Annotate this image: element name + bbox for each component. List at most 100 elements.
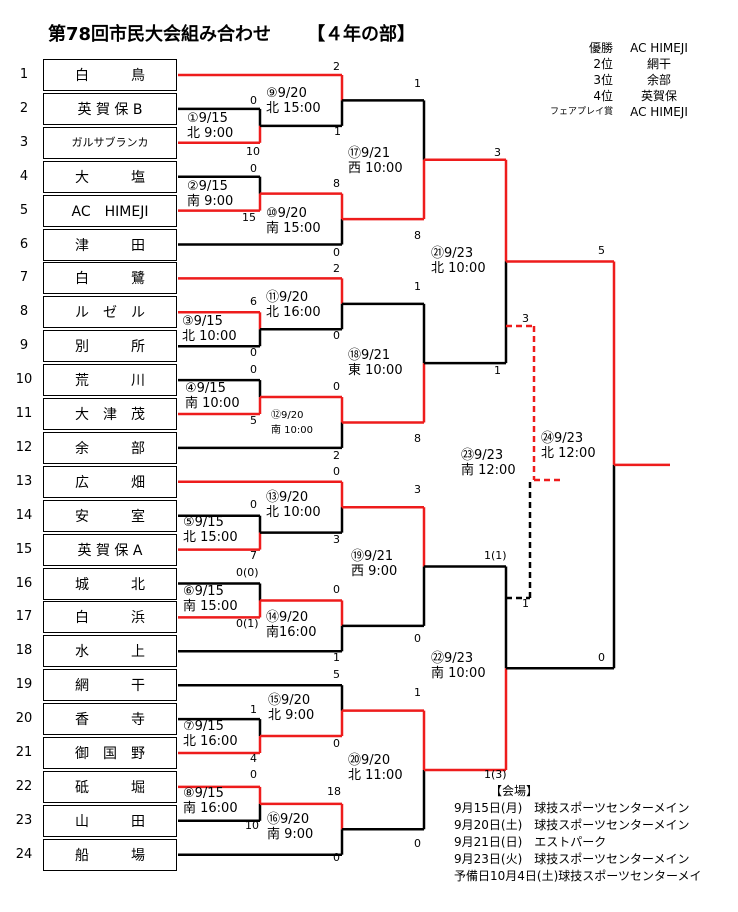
venue-info: 【会場】 9月15日(月) 球技スポーツセンターメイン 9月20日(土) 球技ス… [454, 783, 702, 885]
venue-line: 9月15日(月) 球技スポーツセンターメイン [454, 801, 690, 815]
venue-line: 予備日10月4日(土)球技スポーツセンターメイ [454, 869, 702, 883]
score-label: 5 [333, 668, 340, 681]
team-name: 水 上 [75, 644, 145, 661]
score-label: 0 [333, 329, 340, 342]
score-label: 1(1) [484, 549, 507, 562]
seed-number: 10 [15, 372, 33, 388]
team-box: 白 鳥 [43, 59, 177, 91]
score-label: 1 [494, 364, 501, 377]
seed-number: 24 [15, 846, 33, 862]
score-label: 0 [250, 498, 257, 511]
team-box: AC HIMEJI [43, 194, 177, 227]
team-box: 荒 川 [43, 364, 177, 397]
team-box: 香 寺 [43, 703, 177, 736]
score-label: 2 [333, 262, 340, 275]
tournament-title: 第78回市民大会組み合わせ [48, 24, 272, 45]
division-label: 【４年の部】 [307, 24, 416, 45]
score-label: 0 [333, 737, 340, 750]
score-label: 0 [333, 465, 340, 478]
team-name: 大 津 茂 [75, 407, 145, 423]
score-label: 1 [333, 651, 340, 664]
score-label: 2 [333, 60, 340, 73]
score-label: 5 [250, 414, 257, 427]
team-name: 津 田 [75, 237, 145, 254]
team-name: 白 鷺 [75, 271, 145, 288]
team-box: 白 鷺 [43, 262, 177, 295]
team-box: 水 上 [43, 635, 177, 668]
score-label: 0(1) [236, 617, 259, 630]
seed-number: 19 [15, 677, 33, 693]
seed-number: 4 [19, 168, 29, 184]
score-label: 0 [250, 94, 257, 107]
team-box: 砥 堀 [43, 770, 177, 803]
team-name: 城 北 [75, 576, 145, 593]
score-label: 7 [250, 549, 257, 562]
team-box: 安 室 [43, 499, 177, 532]
score-label: 1 [250, 703, 257, 716]
result-row: 4位英賀保 [593, 89, 677, 103]
venue-line: 9月23日(火) 球技スポーツセンターメイン [454, 852, 690, 866]
score-label: 1 [522, 597, 529, 610]
result-row: 2位網干 [593, 57, 671, 71]
score-label: 1 [414, 77, 421, 90]
team-name: 別 所 [75, 339, 145, 356]
seed-number: 17 [15, 609, 33, 625]
score-label: 10 [245, 819, 259, 832]
score-label: 3 [522, 312, 529, 325]
team-name: 大 塩 [75, 169, 145, 186]
score-label: 5 [598, 244, 605, 257]
score-label: 15 [242, 211, 256, 224]
score-label: 0 [250, 363, 257, 376]
score-label: 0 [250, 346, 257, 359]
seed-number: 18 [15, 643, 33, 659]
seed-number: 11 [15, 406, 33, 421]
score-label: 0 [250, 162, 257, 175]
score-label: 1 [334, 125, 341, 138]
score-label: 0 [333, 380, 340, 393]
score-label: 4 [250, 752, 257, 765]
score-label: 18 [327, 785, 341, 798]
team-name: AC HIMEJI [71, 203, 149, 220]
venue-line: 9月20日(土) 球技スポーツセンターメイン [454, 818, 690, 832]
team-box: 大 津 茂 [43, 398, 177, 430]
team-name: 砥 堀 [75, 779, 145, 796]
result-row: 3位余部 [593, 73, 671, 87]
seed-number: 23 [15, 812, 33, 828]
score-label: 0 [250, 768, 257, 781]
team-name: 広 畑 [75, 474, 145, 491]
team-name: 船 場 [75, 847, 145, 864]
score-label: 0 [333, 246, 340, 259]
seed-number: 15 [15, 541, 33, 557]
score-label: 2 [333, 449, 340, 462]
team-box: 網 干 [43, 669, 177, 702]
team-box: 御 国 野 [43, 737, 177, 769]
seed-number: 2 [19, 100, 29, 116]
score-label: 0(0) [236, 566, 259, 579]
seed-number: 14 [15, 507, 33, 523]
seed-number: 22 [15, 778, 33, 794]
team-box: 城 北 [43, 567, 177, 600]
score-label: 0 [598, 651, 605, 664]
team-box: 山 田 [43, 804, 177, 837]
team-name: 英 賀 保 B [77, 101, 143, 118]
score-label: 1(3) [484, 768, 507, 781]
score-label: 3 [333, 533, 340, 546]
team-box: 英 賀 保 B [43, 92, 177, 125]
team-name: 余 部 [75, 440, 145, 457]
